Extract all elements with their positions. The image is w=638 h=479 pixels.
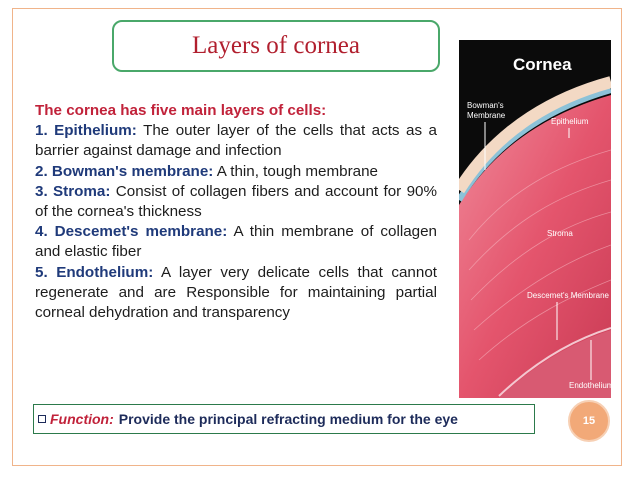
endothelium-layer — [499, 330, 611, 398]
cornea-diagram-svg: Cornea Bowman's Membrane Epithelium Stro… — [459, 40, 611, 398]
label-endothelium: Endothelium — [569, 381, 611, 390]
layer-item-endothelium: 5. Endothelium: A layer very delicate ce… — [35, 263, 437, 324]
layer-term: 5. Endothelium: — [35, 263, 154, 281]
descemets-layer — [498, 327, 611, 397]
layer-term: 1. Epithelium: — [35, 122, 137, 140]
layer-desc: A thin, tough membrane — [216, 162, 378, 180]
layer-item-bowmans: 2. Bowman's membrane: A thin, tough memb… — [35, 162, 437, 182]
label-stroma: Stroma — [547, 229, 573, 238]
layer-desc: Consist of collagen fibers and account f… — [35, 182, 437, 221]
checkbox-bullet-icon — [38, 415, 46, 423]
label-epithelium: Epithelium — [551, 117, 589, 126]
body-text: The cornea has five main layers of cells… — [35, 101, 437, 323]
label-bowmans-2: Membrane — [467, 111, 506, 120]
layer-item-descemets: 4. Descemet's membrane: A thin membrane … — [35, 222, 437, 262]
figure-title: Cornea — [513, 55, 572, 74]
function-box: Function: Provide the principal refracti… — [33, 404, 535, 434]
slide-title: Layers of cornea — [112, 20, 440, 72]
layer-term: 2. Bowman's membrane: — [35, 162, 214, 180]
cornea-diagram: Cornea Bowman's Membrane Epithelium Stro… — [459, 40, 611, 398]
layer-desc: A thin membrane of collagen and elastic … — [35, 223, 437, 261]
function-text: Provide the principal refracting medium … — [118, 411, 458, 427]
epithelium-layer — [459, 76, 611, 194]
layer-desc: The outer layer of the cells that acts a… — [35, 122, 437, 160]
label-bowmans-1: Bowman's — [467, 101, 504, 110]
function-label: Function: — [50, 411, 114, 427]
layer-term: 3. Stroma: — [35, 182, 111, 200]
layer-item-epithelium: 1. Epithelium: The outer layer of the ce… — [35, 121, 437, 161]
layer-term: 4. Descemet's membrane: — [35, 223, 228, 241]
intro-text: The cornea has five main layers of cells… — [35, 102, 327, 119]
layer-item-stroma: 3. Stroma: Consist of collagen fibers an… — [35, 182, 437, 222]
label-descemets: Descemet's Membrane — [527, 291, 610, 300]
page-number-badge: 15 — [568, 400, 610, 442]
intro-line: The cornea has five main layers of cells… — [35, 101, 437, 121]
slide-frame — [12, 8, 622, 466]
layer-desc: A layer very delicate cells that cannot … — [35, 263, 437, 322]
stroma-fibers — [468, 149, 611, 361]
